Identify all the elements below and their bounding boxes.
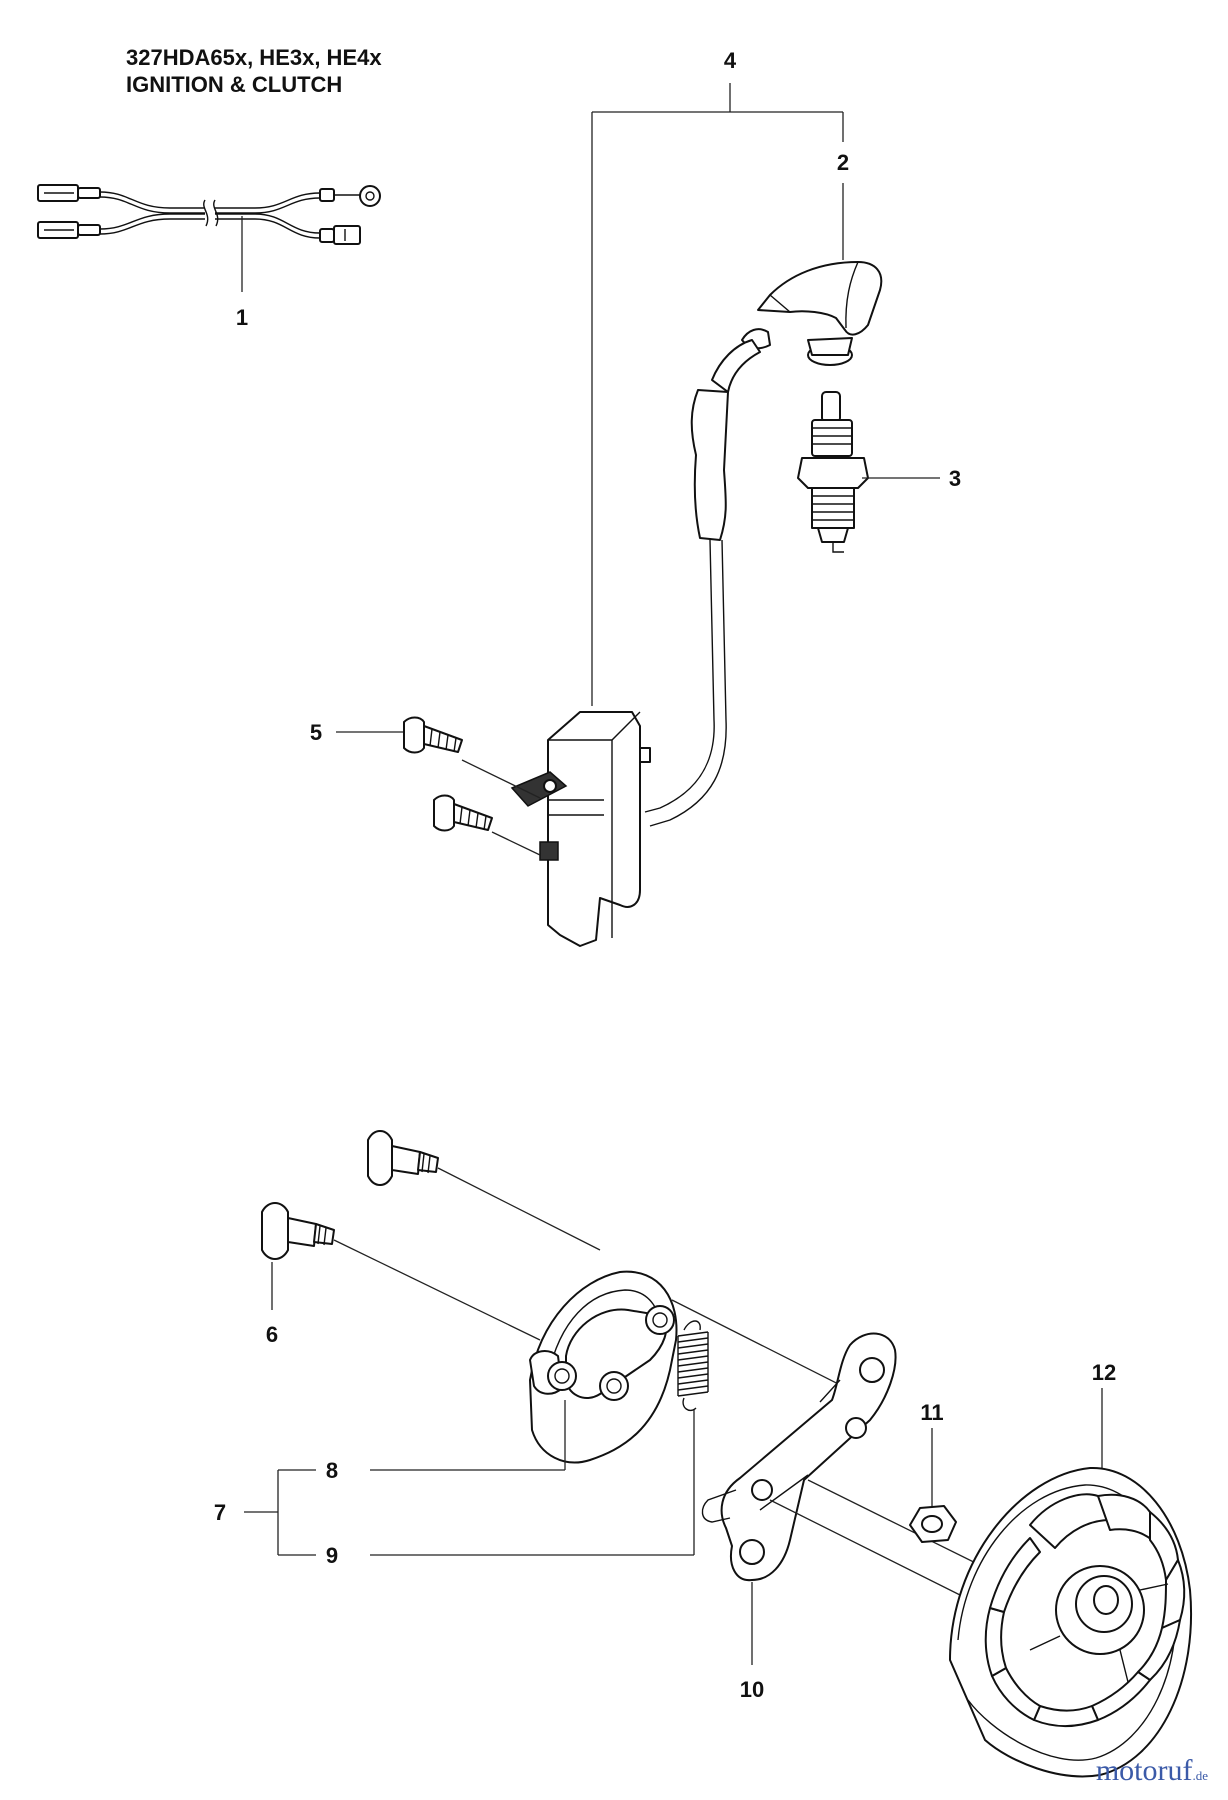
callout-3: 3 [949,466,961,491]
callout-5: 5 [310,720,322,745]
watermark-logo: motoruf.de [1096,1754,1208,1788]
leader-4 [591,83,844,706]
callout-9: 9 [326,1543,338,1568]
spark-plug-cap [741,183,883,366]
callout-11: 11 [920,1400,943,1425]
clutch-plate [701,1332,1011,1665]
nut [909,1428,957,1543]
watermark-tld: .de [1192,1768,1208,1783]
section-line: IGNITION & CLUTCH [126,72,343,97]
coil-screws [336,716,541,856]
callout-2: 2 [837,150,849,175]
clutch-screws [261,1130,601,1341]
watermark-brand: motoruf [1095,1754,1193,1787]
callout-4: 4 [724,48,737,73]
clutch-spring [677,1320,709,1412]
callout-7: 7 [214,1500,226,1525]
callout-1: 1 [236,305,248,330]
diagram-title: 327HDA65x, HE3x, HE4x IGNITION & CLUTCH [126,44,382,98]
ignition-coil [510,339,761,947]
callout-12: 12 [1092,1360,1116,1385]
callout-10: 10 [740,1677,764,1702]
callout-6: 6 [266,1322,278,1347]
clutch-assembly [244,1270,871,1556]
flywheel [949,1388,1192,1778]
callout-8: 8 [326,1458,338,1483]
model-line: 327HDA65x, HE3x, HE4x [126,45,382,70]
spark-plug [797,391,940,553]
wiring-harness [37,184,381,292]
